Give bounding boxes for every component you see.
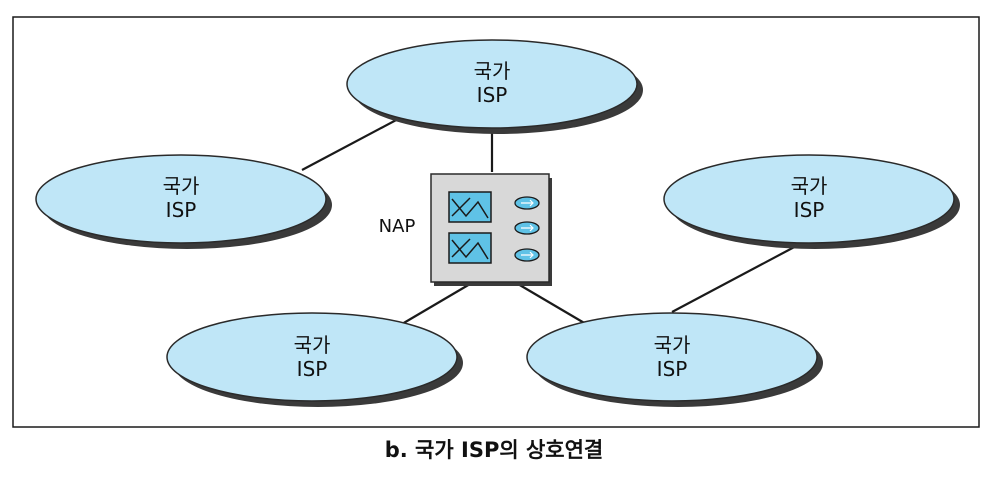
nap-label: NAP [379, 216, 416, 237]
nap-box [430, 173, 552, 286]
router-icon [514, 196, 540, 210]
isp-node-bottom-left [166, 312, 458, 402]
isp-label-top-line1: 국가 [474, 59, 511, 83]
link-right-to-bottom-right [671, 243, 801, 313]
isp-label-left-line1: 국가 [163, 174, 200, 198]
isp-ellipses [35, 39, 955, 402]
switch-icon [448, 191, 492, 223]
router-icon [514, 248, 540, 262]
isp-node-left [35, 154, 327, 244]
isp-label-bottom-left-line1: 국가 [294, 333, 331, 357]
figure-caption: b. 국가 ISP의 상호연결 [384, 438, 604, 462]
isp-interconnection-diagram: 국가 ISP 국가 ISP 국가 ISP 국가 ISP 국가 ISP [12, 16, 980, 428]
isp-node-bottom-right [526, 312, 818, 402]
diagram-frame [12, 16, 980, 428]
link-nap-to-bottom-left [401, 283, 471, 325]
switch-icon [448, 232, 492, 264]
isp-label-bottom-right-line1: 국가 [654, 333, 691, 357]
router-icon [514, 221, 540, 235]
link-nap-to-bottom-right [517, 283, 587, 325]
connection-lines [301, 117, 801, 325]
link-top-to-left [301, 117, 401, 171]
isp-label-left-line2: ISP [166, 198, 197, 222]
isp-label-bottom-left-line2: ISP [297, 357, 328, 381]
isp-node-top [346, 39, 638, 129]
isp-label-right-line1: 국가 [791, 174, 828, 198]
isp-label-top-line2: ISP [477, 83, 508, 107]
isp-label-bottom-right-line2: ISP [657, 357, 688, 381]
isp-node-right [663, 154, 955, 244]
isp-label-right-line2: ISP [794, 198, 825, 222]
